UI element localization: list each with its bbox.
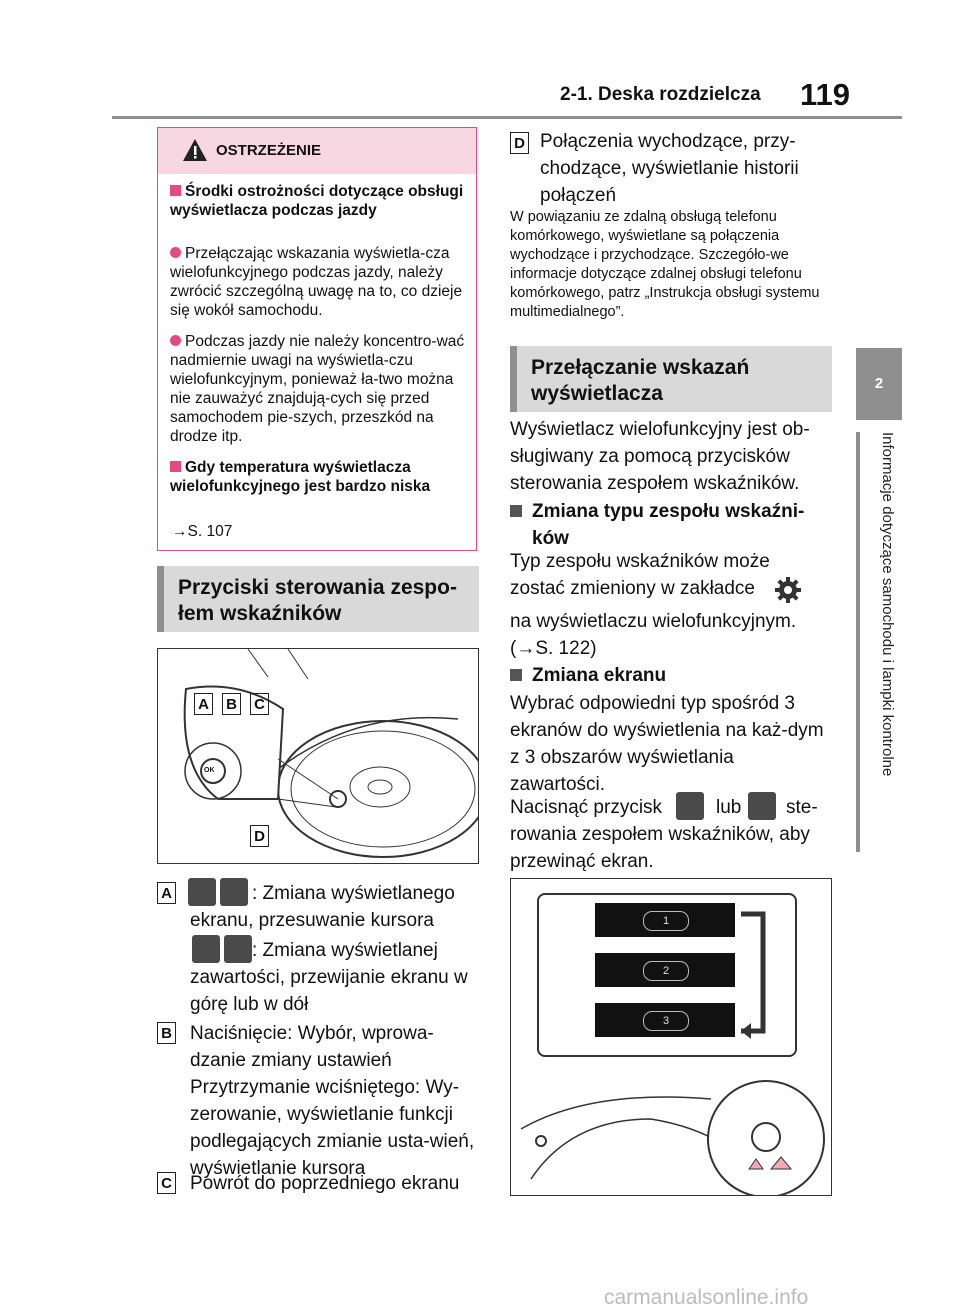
- footer-watermark: carmanualsonline.info: [604, 1286, 809, 1309]
- item-b-text-2: Przytrzymanie wciśniętego: Wy-zerowanie,…: [190, 1077, 475, 1179]
- screen-1: 1: [595, 903, 735, 937]
- item-c-text: Powrót do poprzedniego ekranu: [190, 1173, 460, 1194]
- item-label-d: D: [510, 132, 529, 154]
- warning-point-2: Podczas jazdy nie należy koncentro-wać n…: [170, 333, 465, 445]
- item-label-b: B: [157, 1022, 176, 1044]
- bullet-dot: [170, 247, 181, 258]
- cycle-arrow-icon: [741, 911, 766, 1039]
- warning-header: [158, 128, 476, 174]
- chapter-rule: [856, 432, 860, 852]
- header-rule: [112, 116, 902, 119]
- section-heading-buttons: Przyciski sterowania zespo-łem wskaźnikó…: [157, 566, 479, 632]
- right-p3b: lub: [716, 797, 742, 818]
- item-d-text: Połączenia wychodzące, przy-chodzące, wy…: [540, 131, 799, 206]
- gear-icon: [775, 577, 801, 603]
- steering-switch-illustration: [520, 1080, 825, 1195]
- figure-label-d: D: [250, 825, 269, 847]
- left-right-buttons-icon: [188, 878, 249, 906]
- steering-wheel-figure: A B C D OK: [157, 648, 489, 864]
- right-p3a: Nacisnąć przycisk: [510, 797, 663, 818]
- figure-label-c: C: [250, 693, 269, 715]
- steering-wheel-illustration: [183, 648, 489, 858]
- screen-2: 2: [595, 953, 735, 987]
- chapter-side-title: Informacje dotyczące samochodu i lampki …: [879, 432, 896, 777]
- right-intro: Wyświetlacz wielofunkcyjny jest ob-sługi…: [510, 419, 810, 494]
- warning-heading-1: Środki ostrożności dotyczące obsługi wyś…: [170, 183, 464, 219]
- bullet-square: [170, 461, 181, 472]
- section-heading-switching: Przełączanie wskazań wyświetlacza: [510, 346, 832, 412]
- bullet-square: [510, 669, 522, 681]
- figure-label-a: A: [194, 693, 213, 715]
- item-a-text-2: : Zmiana wyświetlanej zawartości, przewi…: [190, 940, 468, 1015]
- bullet-square: [510, 505, 522, 517]
- page-number: 119: [800, 77, 851, 112]
- right-button-icon: [748, 792, 776, 820]
- left-button-icon: [676, 792, 704, 820]
- right-p1a: Typ zespołu wskaźników może zostać zmien…: [510, 551, 770, 599]
- warning-heading-2: Gdy temperatura wyświetlacza wielofunkcy…: [170, 459, 431, 495]
- right-p2: Wybrać odpowiedni typ spośród 3 ekranów …: [510, 693, 824, 795]
- warning-title: OSTRZEŻENIE: [216, 142, 322, 159]
- right-p3c: ste-rowania zespołem wskaźników, aby prz…: [510, 797, 818, 872]
- warning-ref: →S. 107: [172, 523, 233, 540]
- ok-button-label: OK: [204, 767, 215, 774]
- warning-point-1: Przełączając wskazania wyświetla-cza wie…: [170, 245, 463, 319]
- figure-label-b: B: [222, 693, 241, 715]
- right-heading-1: Zmiana typu zespołu wskaźni-ków: [510, 498, 832, 552]
- warning-box: OSTRZEŻENIE Środki ostrożności dotyczące…: [157, 127, 477, 551]
- item-d-note: W powiązaniu ze zdalną obsługą telefonu …: [510, 209, 820, 320]
- screen-3: 3: [595, 1003, 735, 1037]
- item-label-a: A: [157, 882, 176, 904]
- section-title: 2-1. Deska rozdzielcza: [560, 84, 761, 105]
- bullet-dot: [170, 335, 181, 346]
- up-down-buttons-icon: [192, 935, 253, 963]
- chapter-tab: 2: [856, 348, 902, 420]
- display-switch-figure: 1 2 3: [510, 878, 832, 1196]
- item-label-c: C: [157, 1172, 176, 1194]
- right-heading-2: Zmiana ekranu: [510, 662, 832, 689]
- item-a-text-1: : Zmiana wyświetlanego ekranu, przesuwan…: [190, 883, 455, 931]
- right-p1b: na wyświetlaczu wielofunkcyjnym. (→S. 12…: [510, 611, 797, 659]
- item-b-text-1: Naciśnięcie: Wybór, wprowa-dzanie zmiany…: [190, 1023, 434, 1071]
- bullet-square: [170, 185, 181, 196]
- warning-icon: [183, 139, 207, 161]
